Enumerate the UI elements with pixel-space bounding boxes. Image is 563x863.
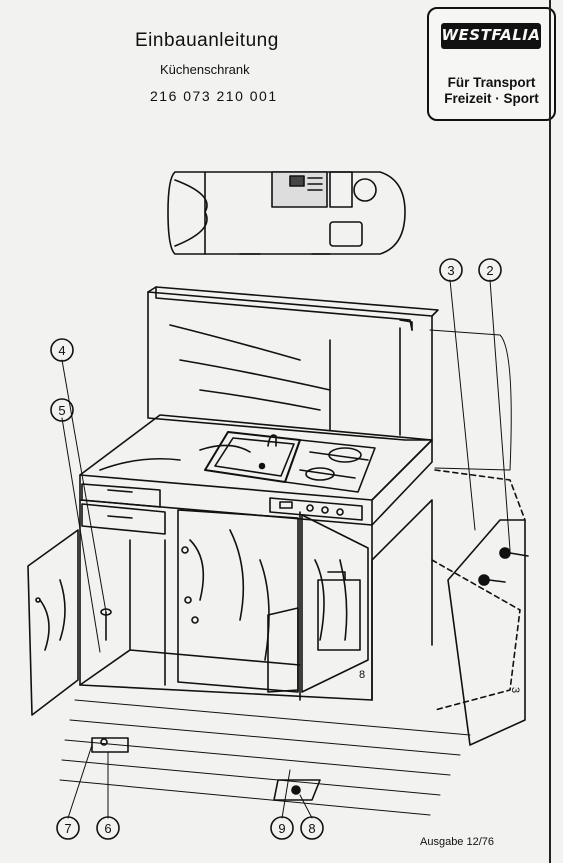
- center-panel: [177, 509, 299, 693]
- gas-bottle: [267, 607, 299, 693]
- control-panel: [269, 497, 363, 521]
- cabinet-back-panel: [147, 286, 439, 441]
- sink: [204, 431, 301, 483]
- callout-circle-6: [96, 816, 120, 840]
- part-8-marker: 8: [359, 669, 365, 681]
- callout-label-8: 8: [308, 821, 315, 836]
- logo-slogan-line2: Freizeit · Sport: [444, 91, 539, 106]
- westfalia-logo-text: WESTFALIA: [441, 26, 541, 44]
- floor-bracket-6: [91, 737, 129, 753]
- part-number: 216 073 210 001: [150, 88, 278, 104]
- page-subtitle: Küchenschrank: [160, 62, 250, 77]
- stove: [284, 439, 376, 493]
- callout-label-5: 5: [58, 403, 65, 418]
- callout-label-6: 6: [104, 821, 111, 836]
- callout-circle-7: [56, 816, 80, 840]
- side-panel: [431, 469, 526, 746]
- callout-circle-8: [300, 816, 324, 840]
- drawers: [81, 483, 166, 535]
- water-canister: [317, 571, 361, 651]
- westfalia-logo-box: WESTFALIA Für Transport Freizeit · Sport: [427, 7, 556, 121]
- callout-circle-5: [50, 398, 74, 422]
- van-top-view: [167, 171, 406, 255]
- callout-circle-4: [50, 338, 74, 362]
- callout-circle-2: [478, 258, 502, 282]
- callout-circle-3: [439, 258, 463, 282]
- page-edge-line: [549, 0, 551, 863]
- callout-label-4: 4: [58, 343, 65, 358]
- callout-circle-9: [270, 816, 294, 840]
- callout-label-3: 3: [447, 263, 454, 278]
- part-3-marker: 3: [509, 687, 521, 693]
- cabinet-body: [79, 499, 433, 701]
- right-door: [301, 514, 369, 693]
- westfalia-logo-badge: WESTFALIA: [441, 23, 541, 49]
- edition-note: Ausgabe 12/76: [420, 836, 495, 848]
- floor-bracket-8: [273, 779, 321, 801]
- logo-slogan-line1: Für Transport: [447, 75, 536, 90]
- left-door: [27, 529, 79, 716]
- wall-panel-outline: [429, 329, 512, 471]
- screws-right: [478, 547, 529, 586]
- page-title: Einbauanleitung: [135, 30, 279, 51]
- callout-label-7: 7: [64, 821, 71, 836]
- callout-label-2: 2: [486, 263, 493, 278]
- callout-label-9: 9: [278, 821, 285, 836]
- screw-4: [100, 608, 112, 641]
- floor-boards: [59, 699, 471, 816]
